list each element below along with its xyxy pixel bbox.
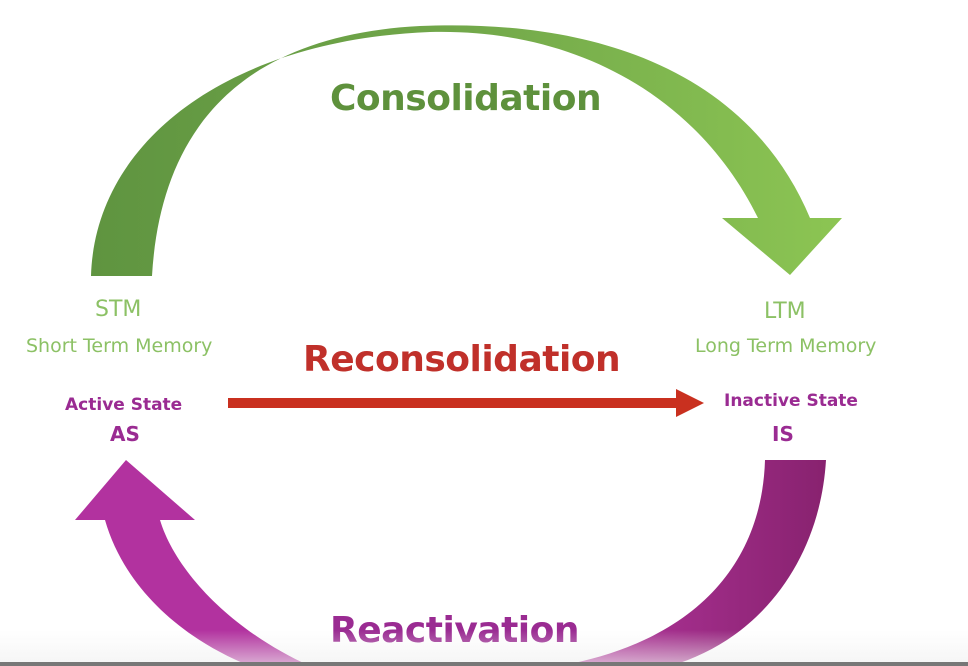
reactivation-label: Reactivation (330, 610, 580, 651)
inactive-state-label: Inactive State (724, 391, 858, 411)
stm-full-name: Short Term Memory (26, 335, 213, 357)
video-control-bar (0, 662, 968, 666)
stm-abbr: STM (95, 297, 142, 322)
consolidation-arrow (91, 25, 842, 276)
active-state-label: Active State (65, 395, 183, 415)
consolidation-label: Consolidation (330, 78, 602, 119)
ltm-abbr: LTM (764, 299, 806, 324)
reactivation-arrow (560, 460, 826, 666)
ltm-full-name: Long Term Memory (695, 335, 877, 357)
as-abbr: AS (110, 422, 140, 446)
reconsolidation-arrow (228, 389, 704, 417)
is-abbr: IS (772, 422, 794, 446)
reconsolidation-label: Reconsolidation (303, 339, 621, 380)
reactivation-arrow-head (75, 460, 310, 666)
